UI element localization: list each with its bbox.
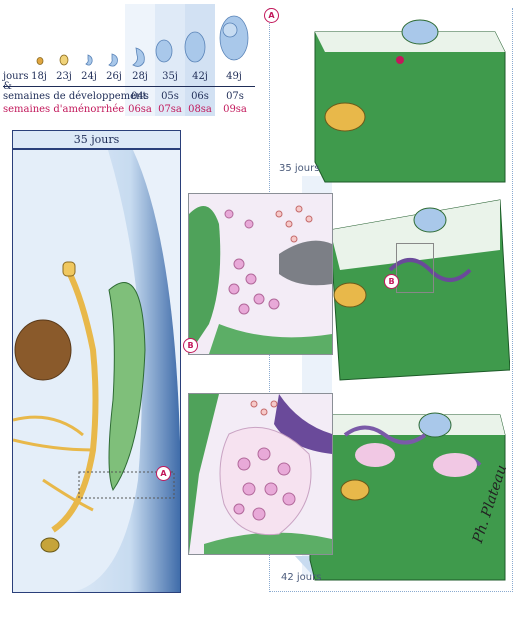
- embryo-24j-icon: [85, 54, 93, 66]
- label-35-jours: 35 jours: [279, 163, 320, 174]
- embryo-26j-icon: [108, 53, 118, 67]
- day-label: 35j: [162, 71, 178, 82]
- aorta: [401, 19, 439, 45]
- day-label: 49j: [226, 71, 242, 82]
- zoom-region-b: [396, 243, 434, 293]
- urogenital-drawing: [13, 150, 180, 592]
- tissue-block-42j: [309, 412, 506, 581]
- day-label: 26j: [106, 71, 122, 82]
- row-label-weeks: semaines de développement: [3, 91, 147, 102]
- embryo-28j-icon: [132, 47, 145, 67]
- marker-b-right: B: [384, 274, 399, 289]
- region-a-box: [78, 471, 175, 499]
- day-label: 18j: [31, 71, 47, 82]
- week-dev-label: 06s: [191, 91, 209, 102]
- marker-a-left: A: [156, 466, 171, 481]
- label-42-jours: 42 jours: [281, 572, 322, 583]
- bladder-bud: [40, 537, 60, 553]
- marker-a-top: A: [264, 8, 279, 23]
- day-label: 23j: [56, 71, 72, 82]
- embryo-49j-icon: [219, 15, 249, 61]
- zoom-box-35j: [188, 193, 333, 355]
- embryo-stages: [36, 15, 249, 67]
- week-amen-label: 09sa: [223, 104, 247, 115]
- embryo-42j-icon: [184, 31, 206, 63]
- week-dev-label: 07s: [226, 91, 244, 102]
- week-amen-label: 08sa: [188, 104, 212, 115]
- cell-detail-35j: [189, 194, 332, 354]
- marker-b-left: B: [183, 338, 198, 353]
- embryo-23j-icon: [59, 54, 69, 66]
- mesonephric-duct: [51, 268, 99, 533]
- day-label: 28j: [132, 71, 148, 82]
- zoom-box-42j: [188, 393, 333, 555]
- tissue-block-35j: [314, 19, 506, 183]
- embryo-18j-icon: [36, 57, 44, 65]
- mesonephros-ridge: [108, 282, 146, 492]
- row-label-amenorrhea: semaines d'aménorrhée: [3, 104, 125, 115]
- cell-detail-42j: [189, 394, 332, 554]
- week-dev-label: 05s: [161, 91, 179, 102]
- day-label: 42j: [192, 71, 208, 82]
- week-amen-label: 06sa: [128, 104, 152, 115]
- duct-stump: [62, 261, 76, 277]
- week-dev-label: 04s: [131, 91, 149, 102]
- gonad: [14, 319, 72, 381]
- row-label-days: jours: [3, 71, 29, 82]
- week-amen-label: 07sa: [158, 104, 182, 115]
- day-label: 24j: [81, 71, 97, 82]
- timeline-divider: [3, 86, 255, 87]
- duct-cross-section: [324, 102, 366, 132]
- embryo-section-illustration: A: [12, 149, 181, 593]
- embryo-35j-icon: [155, 39, 173, 63]
- left-panel-title: 35 jours: [12, 130, 181, 149]
- tissue-block-38j: [330, 199, 510, 381]
